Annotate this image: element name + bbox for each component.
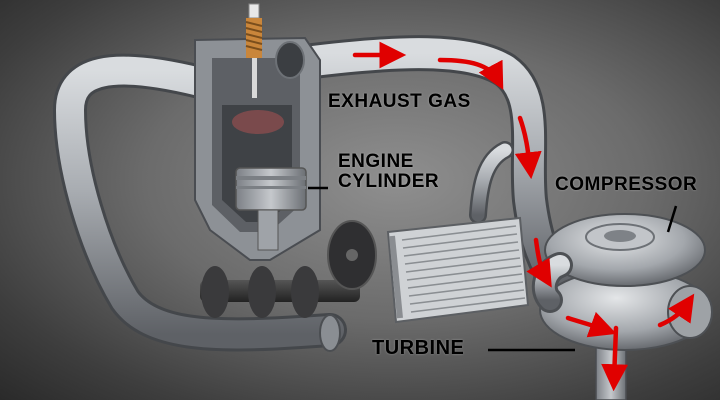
turbine-label: TURBINE — [372, 337, 465, 359]
engine-cylinder-label: ENGINE CYLINDER — [338, 152, 439, 192]
exhaust-flow-arrow-icon — [352, 41, 695, 392]
crankshaft — [200, 220, 377, 318]
engine-label-line2: CYLINDER — [338, 170, 440, 192]
spark-plug-icon — [245, 3, 263, 98]
compressor-label: COMPRESSOR — [555, 174, 698, 195]
exhaust-pipe — [287, 35, 578, 303]
piston-icon — [235, 167, 328, 251]
intake-pipe-loop — [52, 53, 347, 352]
intercooler — [386, 216, 530, 324]
engine-label-line1: ENGINE — [338, 151, 414, 172]
turbocharger — [488, 205, 713, 400]
exhaust-gas-label: EXHAUST GAS — [328, 91, 471, 112]
compressor-leader-line — [666, 205, 678, 233]
